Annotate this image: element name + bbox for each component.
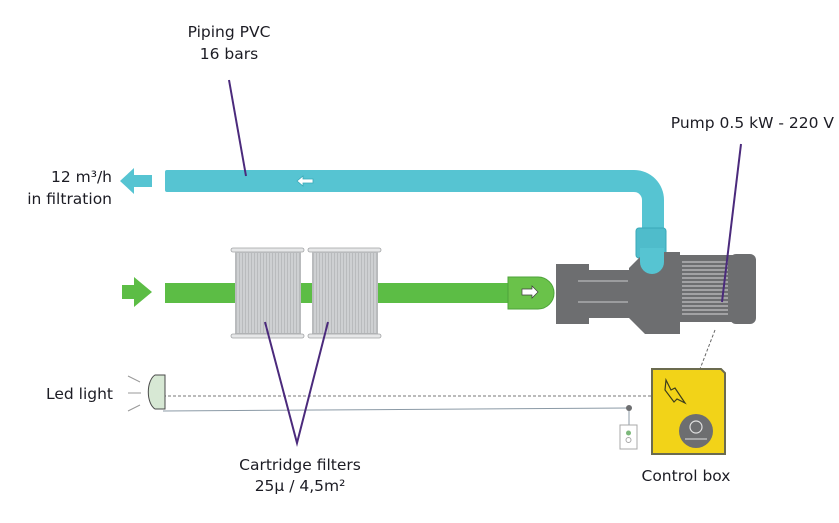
filters-label-line1: Cartridge filters	[239, 456, 361, 474]
pump	[556, 248, 756, 334]
flow-direction-right-icon	[521, 285, 539, 299]
led-light-label: Led light	[46, 385, 113, 403]
led-light-icon	[127, 374, 166, 412]
piping-label-line1: Piping PVC	[188, 23, 271, 41]
pump-label: Pump 0.5 kW - 220 V	[671, 114, 835, 132]
pump-motor-cap	[730, 254, 756, 324]
timer-dial-icon	[679, 414, 713, 448]
leader-lines	[228, 79, 742, 447]
flow-rate-label-line1: 12 m³/h	[51, 168, 112, 186]
flow-rate-label-line2: in filtration	[27, 190, 112, 208]
control-box	[651, 368, 726, 455]
piping-label-line2: 16 bars	[200, 45, 258, 63]
pump-outlet	[640, 248, 664, 274]
light-switch	[619, 424, 638, 450]
return-pipe-horizontal	[165, 170, 635, 192]
filters-label-line2: 25μ / 4,5m²	[255, 477, 346, 495]
cartridge-filter-1	[230, 247, 305, 339]
control-box-label: Control box	[642, 467, 731, 485]
led-power-wire	[162, 407, 630, 412]
return-pipe-elbow	[628, 170, 664, 230]
wiring	[162, 329, 716, 425]
cartridge-filter-2	[307, 247, 382, 339]
pump-volute	[629, 252, 680, 334]
outflow-arrow-icon	[120, 168, 152, 194]
pump-leader	[721, 143, 742, 303]
filters-leader	[264, 321, 329, 447]
pump-inlet-neck	[589, 270, 629, 318]
flow-direction-left-icon	[296, 175, 314, 187]
pump-inlet-flange	[556, 264, 589, 324]
lightning-icon	[664, 377, 687, 405]
inflow-arrow-icon	[122, 277, 152, 307]
pump-power-wire	[699, 329, 716, 370]
return-pipe	[120, 168, 667, 259]
piping-leader	[228, 79, 247, 177]
